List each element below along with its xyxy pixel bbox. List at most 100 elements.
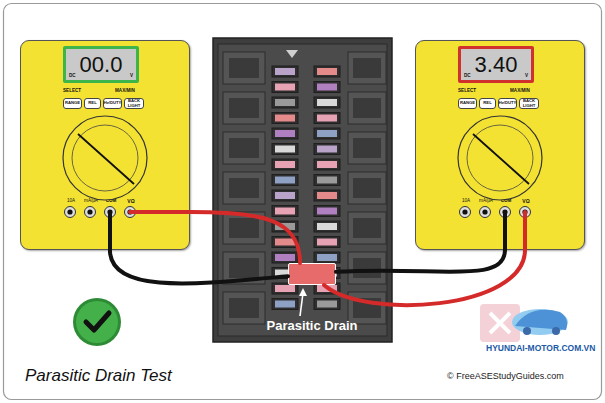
fuse-slot: [272, 144, 298, 155]
fuse-slot: [272, 175, 298, 186]
meter-button: Hz/DUTY: [103, 98, 122, 109]
button-label: BACK LIGHT: [125, 99, 143, 108]
jack: [87, 209, 92, 214]
fuse-slot: [272, 82, 298, 93]
fuse: [317, 99, 337, 106]
relay-socket: [348, 172, 386, 204]
meter-button: RANGE: [63, 98, 82, 109]
jack: [482, 209, 487, 214]
fuse-box-mark: [286, 50, 298, 58]
fuse-slot: [272, 299, 298, 310]
button-label: Hz/DUTY: [499, 101, 517, 105]
jack-label: mA/µA: [84, 199, 98, 204]
jack-label: mA/µA: [479, 199, 493, 204]
test-lead: [324, 250, 525, 305]
callout-label: Parasitic Drain: [266, 319, 357, 332]
display-reading: 00.0: [80, 54, 123, 76]
relay-socket: [223, 92, 265, 124]
fuse-box: [213, 38, 392, 342]
jack-label: COM: [501, 199, 512, 204]
multimeter: SELECTMAX/MIN10AmA/µACOMVΩ3.40DCVRANGERE…: [415, 40, 585, 250]
display-unit: V: [525, 74, 528, 79]
relay-socket: [223, 212, 265, 244]
fuse-slot: [314, 128, 340, 139]
display-unit: V: [130, 74, 133, 79]
fuse: [317, 177, 337, 184]
relay-socket: [348, 52, 386, 84]
fuse: [275, 115, 295, 122]
relay-socket: [348, 252, 386, 284]
fuse: [317, 68, 337, 75]
relay-socket: [353, 98, 381, 118]
relay-socket: [223, 132, 265, 164]
fuse-slot: [314, 82, 340, 93]
relay-socket: [223, 172, 265, 204]
relay-socket: [348, 212, 386, 244]
test-lead: [110, 250, 288, 283]
relay-socket: [348, 92, 386, 124]
fuse: [275, 130, 295, 137]
watermark-logo: [480, 304, 568, 342]
jack: [85, 207, 96, 218]
fuse-slot: [272, 128, 298, 139]
fuse: [275, 208, 295, 215]
jack-label: VΩ: [522, 199, 529, 204]
jack: [127, 209, 132, 214]
button-label: REL: [88, 101, 96, 105]
fuse: [275, 84, 295, 91]
jack: [67, 209, 72, 214]
fuse-slot: [272, 159, 298, 170]
fuse-slot: [314, 159, 340, 170]
relay-socket: [223, 292, 265, 324]
dial: [63, 116, 147, 200]
fuse: [317, 115, 337, 122]
relay-socket: [229, 258, 259, 278]
meter-marking: SELECT: [63, 89, 81, 94]
relay-socket: [353, 258, 381, 278]
relay-socket: [229, 178, 259, 198]
fuse: [275, 68, 295, 75]
frame: [4, 4, 602, 400]
fuse: [275, 146, 295, 153]
fuse: [275, 254, 295, 261]
relay-socket: [229, 58, 259, 78]
input-jacks: [65, 207, 531, 218]
fuse-slot: [314, 66, 340, 77]
meter-marking: MAX/MIN: [115, 89, 135, 94]
fuse: [317, 285, 337, 292]
relay-socket: [229, 138, 259, 158]
relay-socket: [353, 178, 381, 198]
fuse-slot: [314, 190, 340, 201]
jack-label: 10A: [67, 199, 75, 204]
fuse: [317, 84, 337, 91]
fuse: [317, 254, 337, 261]
fuse: [275, 177, 295, 184]
jack: [502, 209, 507, 214]
fuse: [317, 239, 337, 246]
meter-button: BACK LIGHT: [124, 98, 144, 109]
fuse-slot: [272, 252, 298, 263]
relay-socket: [229, 298, 259, 318]
fuse-slot: [314, 237, 340, 248]
dial: [458, 116, 542, 200]
button-label: REL: [483, 101, 491, 105]
jack: [460, 207, 471, 218]
jack: [65, 207, 76, 218]
fuse-slot: [272, 206, 298, 217]
button-label: BACK LIGHT: [520, 99, 538, 108]
relay-socket: [353, 58, 381, 78]
relay-socket: [348, 132, 386, 164]
fuse: [275, 99, 295, 106]
meter-button: REL: [84, 98, 101, 109]
meter-button: REL: [479, 98, 496, 109]
fuse: [275, 301, 295, 308]
fuse: [275, 239, 295, 246]
jack: [522, 209, 527, 214]
copyright-note: © FreeASEStudyGuides.com: [447, 372, 564, 381]
diagram-title: Parasitic Drain Test: [25, 367, 172, 384]
fuse: [275, 161, 295, 168]
display-reading: 3.40: [475, 54, 518, 76]
fuse-slot: [272, 113, 298, 124]
leader-arrow: [299, 288, 307, 316]
